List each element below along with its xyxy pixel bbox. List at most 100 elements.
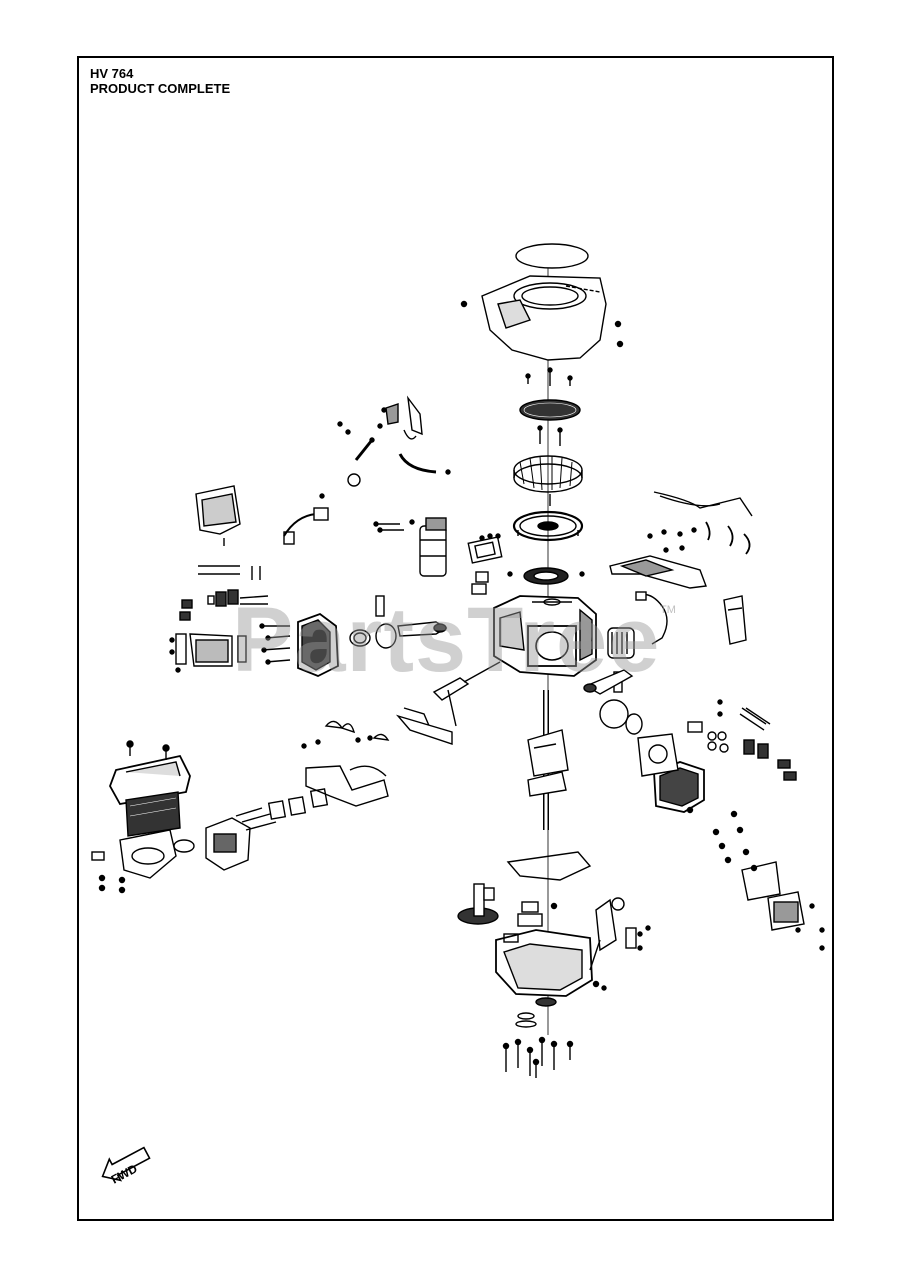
air-cleaner-knobs[interactable] (126, 740, 170, 760)
valve-cover-gasket-right[interactable] (741, 861, 781, 901)
starter-bolts[interactable] (373, 519, 415, 533)
rotating-screen[interactable] (519, 399, 581, 421)
breather-valve[interactable] (471, 583, 487, 595)
cover-screw[interactable] (795, 927, 801, 933)
cylinder-head-right[interactable] (653, 761, 705, 813)
governor-arm[interactable] (432, 661, 501, 727)
rocker-arm-right[interactable] (777, 759, 797, 781)
head-gasket-right[interactable] (637, 733, 679, 777)
valve-springs-left[interactable] (207, 589, 269, 607)
governor-bolt[interactable] (637, 945, 643, 951)
cam-follower[interactable] (521, 901, 539, 913)
cam-follower[interactable] (517, 913, 543, 927)
air-cleaner-base[interactable] (119, 829, 177, 879)
bracket-screw[interactable] (381, 407, 387, 413)
housing-bolt[interactable] (460, 300, 468, 308)
push-rods[interactable] (198, 565, 261, 580)
cover-screw[interactable] (809, 903, 815, 909)
starter-motor[interactable] (419, 517, 447, 577)
throttle-cable[interactable] (635, 591, 668, 645)
control-plate[interactable] (609, 555, 707, 589)
governor-bolt[interactable] (637, 931, 643, 937)
cover-screw[interactable] (819, 945, 825, 951)
wire-harness[interactable] (653, 491, 753, 555)
oil-pickup[interactable] (503, 933, 519, 943)
stator[interactable] (523, 567, 569, 585)
valve-cover-gasket-left[interactable] (175, 633, 187, 665)
air-filter-element[interactable] (125, 791, 181, 837)
valve-cover-left[interactable] (189, 633, 233, 667)
sump-gasket[interactable] (506, 851, 592, 881)
dipstick-tube[interactable] (347, 437, 375, 487)
valve-guide-right[interactable] (687, 721, 703, 733)
flywheel[interactable] (512, 510, 584, 542)
push-rods-right[interactable] (717, 699, 767, 725)
sump-bolts[interactable] (502, 1036, 574, 1079)
choke-bracket[interactable] (385, 395, 423, 440)
valve-springs-right[interactable] (739, 707, 771, 759)
housing-bolt[interactable] (614, 320, 622, 328)
cylinder-head-left[interactable] (297, 612, 339, 677)
cover-screw[interactable] (819, 927, 825, 933)
ignition-coil[interactable] (283, 507, 329, 545)
oil-sensor-fitting[interactable] (601, 985, 607, 991)
screen-bolts[interactable] (537, 425, 563, 446)
sump-oring[interactable] (515, 1020, 537, 1028)
cover-screw[interactable] (175, 667, 181, 673)
air-cleaner-gasket[interactable] (173, 839, 195, 853)
stator-bolt[interactable] (507, 571, 513, 577)
carburetor-studs[interactable] (235, 807, 277, 831)
piston-pin-left[interactable] (375, 595, 385, 617)
side-bracket[interactable] (723, 595, 747, 645)
sump-plug[interactable] (550, 902, 558, 910)
air-cleaner-cover[interactable] (109, 754, 191, 806)
oil-sensor[interactable] (592, 980, 600, 988)
bracket-screw[interactable] (337, 421, 343, 427)
control-plate-screws[interactable] (647, 527, 697, 553)
carburetor[interactable] (205, 817, 251, 871)
model-number: HV 764 (90, 66, 134, 81)
housing-seal-ring[interactable] (515, 243, 589, 269)
coil-bolt[interactable] (319, 493, 325, 499)
governor-link[interactable] (395, 707, 453, 745)
block-seal[interactable] (543, 598, 561, 606)
piston-left[interactable] (349, 623, 397, 649)
air-cleaner-hardware[interactable] (91, 851, 126, 894)
governor-bolt[interactable] (645, 925, 651, 931)
crankshaft[interactable] (527, 690, 569, 830)
cooling-fan[interactable] (513, 455, 583, 493)
head-bolts-left[interactable] (259, 623, 291, 665)
housing-screws[interactable] (525, 367, 573, 386)
connecting-rod-right[interactable] (583, 669, 634, 695)
tappets-right[interactable] (707, 731, 729, 753)
oil-sump[interactable] (495, 929, 593, 1007)
head-bolts-right[interactable] (686, 806, 758, 872)
stator-bolt[interactable] (579, 571, 585, 577)
air-cleaner-base-cover[interactable] (195, 485, 241, 546)
valve-cover-right[interactable] (767, 891, 805, 931)
page-title: PRODUCT COMPLETE (90, 81, 231, 96)
camshaft[interactable] (457, 883, 499, 925)
oil-filter[interactable] (607, 627, 635, 659)
rocker-arm-left[interactable] (179, 599, 193, 621)
sump-seal[interactable] (517, 1012, 535, 1020)
governor-bracket[interactable] (589, 897, 637, 971)
cover-screw[interactable] (169, 649, 175, 655)
intake-gaskets[interactable] (267, 788, 329, 820)
connecting-rod-left[interactable] (397, 621, 448, 637)
cover-screw[interactable] (169, 637, 175, 643)
engine-block[interactable] (493, 595, 597, 677)
fuel-line[interactable] (398, 453, 451, 475)
bracket-screw[interactable] (377, 423, 383, 429)
manifold-bolts[interactable] (301, 735, 373, 749)
bracket-screw[interactable] (345, 429, 351, 435)
head-gasket-left[interactable] (237, 635, 247, 663)
manifold-clamps[interactable] (324, 720, 390, 741)
breather-screws[interactable] (479, 533, 501, 541)
blower-housing[interactable] (481, 275, 607, 361)
piston-right[interactable] (599, 699, 643, 735)
forward-arrow-icon (101, 1146, 151, 1182)
intake-manifold[interactable] (305, 765, 389, 807)
housing-bolt[interactable] (616, 340, 624, 348)
breather-cover[interactable] (475, 571, 489, 583)
